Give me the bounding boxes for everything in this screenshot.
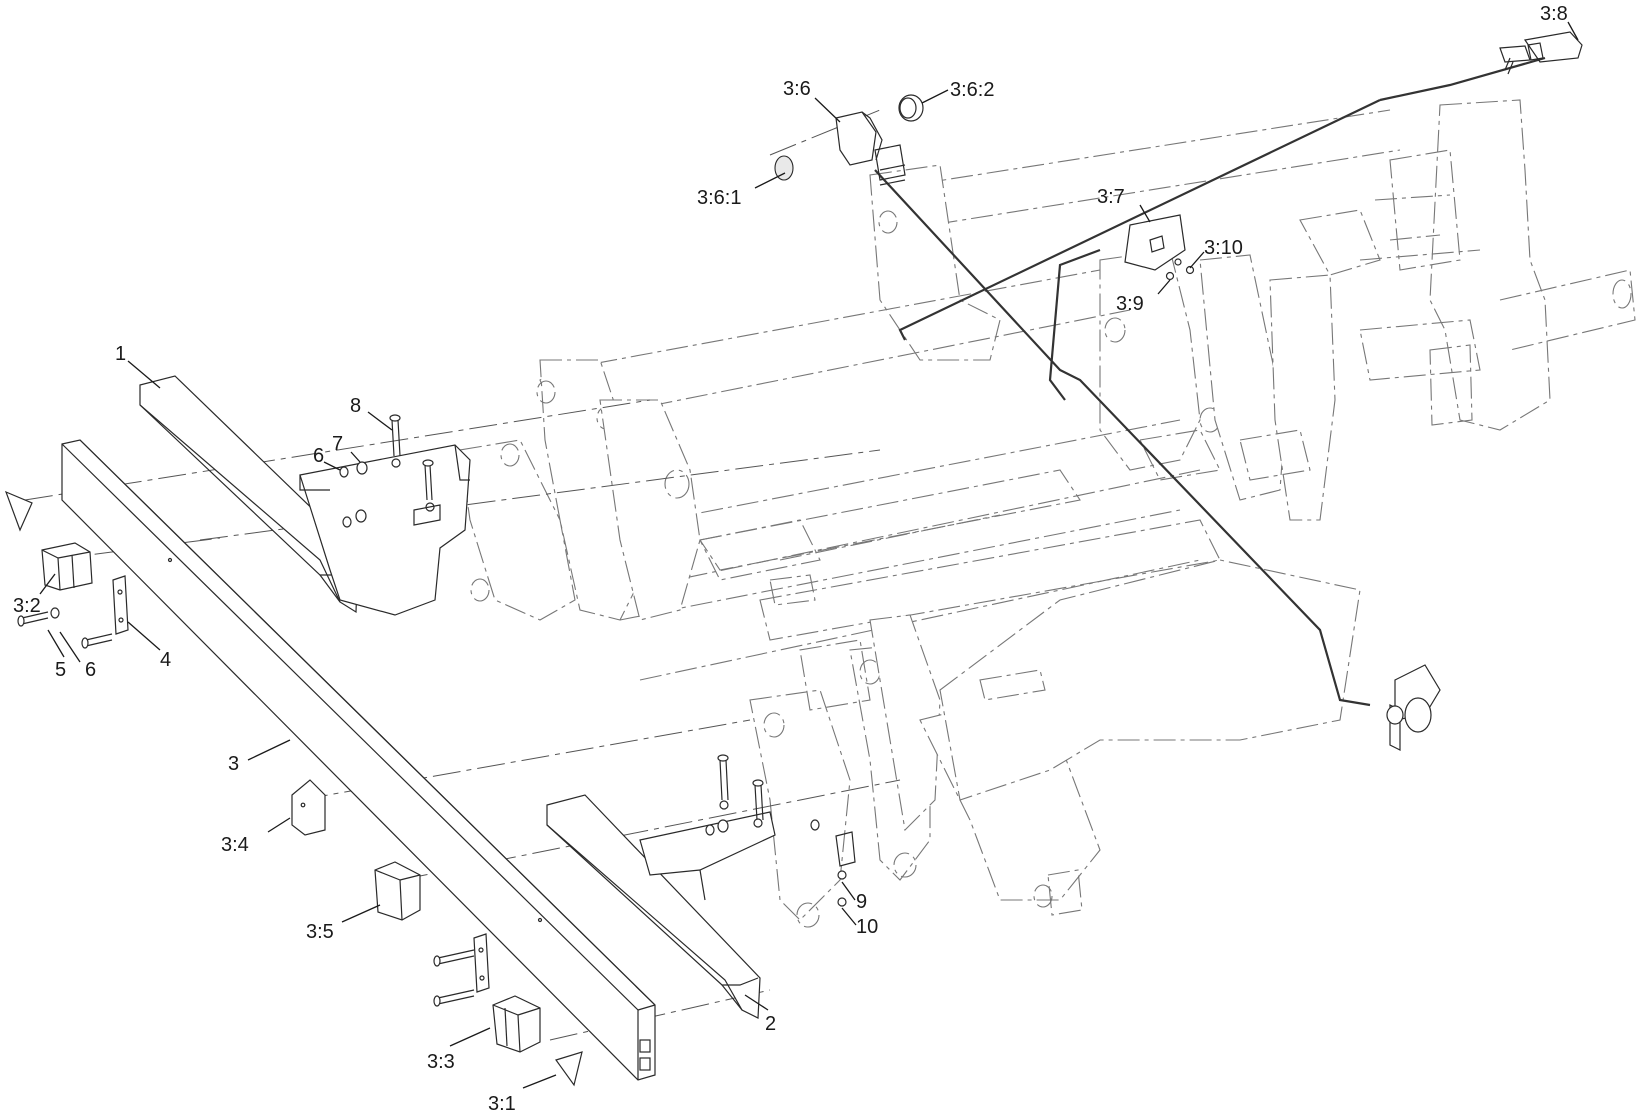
leader-lines: [39, 21, 1579, 1089]
bracket-3-6-group: [774, 94, 924, 186]
callout-3-3: 3:3: [427, 1051, 455, 1073]
mount-plate-upper: [299, 414, 471, 616]
callout-1: 1: [115, 343, 126, 365]
callout-10: 10: [856, 916, 878, 938]
callout-4: 4: [160, 649, 171, 671]
callout-3-6-2: 3:6:2: [950, 79, 994, 101]
lower-hardware: [433, 933, 583, 1087]
callout-3-2: 3:2: [13, 595, 41, 617]
cable-assembly: [874, 31, 1583, 751]
callout-3-6: 3:6: [783, 78, 811, 100]
callout-3-6-1: 3:6:1: [697, 187, 741, 209]
cap-3-6-2: [898, 94, 924, 122]
callout-3-4: 3:4: [221, 834, 249, 856]
callout-7: 7: [332, 433, 343, 455]
phantom-frame: [459, 99, 1636, 928]
mount-plate-lower: [639, 754, 856, 907]
callout-9: 9: [856, 891, 867, 913]
callout-6-upper: 6: [313, 445, 324, 467]
main-bar-part-3: [61, 439, 656, 1081]
hardware-3-9-3-10: [1165, 258, 1195, 281]
callout-3: 3: [228, 753, 239, 775]
cap-3-6-1: [774, 155, 794, 181]
middle-blocks: [291, 779, 421, 921]
callout-5: 5: [55, 659, 66, 681]
callout-2: 2: [765, 1013, 776, 1035]
callout-3-9: 3:9: [1116, 293, 1144, 315]
callout-3-8: 3:8: [1540, 3, 1568, 25]
callout-3-1: 3:1: [488, 1093, 516, 1115]
left-hardware: [4, 490, 129, 649]
callout-8: 8: [350, 395, 361, 417]
callout-3-7: 3:7: [1097, 186, 1125, 208]
rail-part-2: [546, 794, 761, 1019]
callout-labels: 1 2 3 4 5 6 6 7 8 9 10 3:1 3:2 3:3 3:4 3…: [13, 3, 1568, 1115]
callout-6-lower: 6: [85, 659, 96, 681]
callout-3-5: 3:5: [306, 921, 334, 943]
callout-3-10: 3:10: [1204, 237, 1243, 259]
